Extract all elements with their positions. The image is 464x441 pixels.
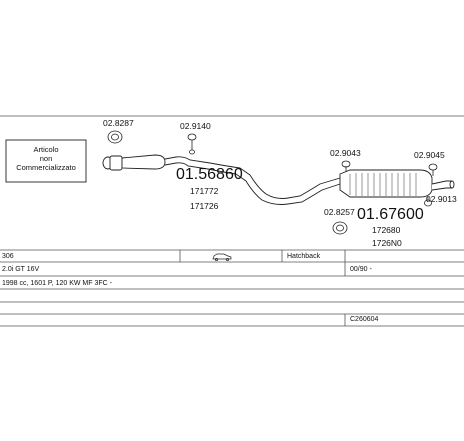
not-available-line2: non [39,154,53,163]
clamp-a-code: 02.8287 [103,118,134,128]
clamp-e-code: 02.9013 [426,194,457,204]
clamp-d-icon [428,163,438,171]
not-available-line3: Commercializzato [16,163,76,172]
clamp-f-code: 02.8257 [324,207,355,217]
clamp-c-code: 02.9043 [330,148,361,158]
rear-silencer-code: 01.67600 [357,206,424,223]
clamp-icons [107,130,438,235]
front-pipe-sub1: 171772 [190,186,219,196]
version-cell: 2.0i GT 16V [2,266,40,273]
clamp-b-code: 02.9140 [180,121,211,131]
front-pipe-sub2: 171726 [190,201,219,211]
rear-silencer-sub2: 1726N0 [372,238,402,248]
frame-lines [0,115,464,327]
front-pipe-code: 01.56860 [176,166,243,183]
not-available-box [5,139,87,183]
front-pipe-assembly [102,154,341,205]
clamp-b-icon [187,133,197,141]
clamp-d-code: 02.9045 [414,150,445,160]
body-type-cell: Hatchback [287,253,321,260]
rear-silencer-sub1: 172680 [372,225,401,235]
model-cell: 306 [2,253,14,260]
engine-cell: 1998 cc, 1601 P, 120 KW MF 3FC - [2,280,112,287]
not-available-line1: Articolo [33,145,59,154]
rear-silencer-assembly [339,169,455,198]
car-icon [212,253,232,262]
years-cell: 00/90 - [350,266,372,273]
code-cell: C260604 [350,316,379,323]
not-available-label: Articolo non Commercializzato [6,145,86,172]
